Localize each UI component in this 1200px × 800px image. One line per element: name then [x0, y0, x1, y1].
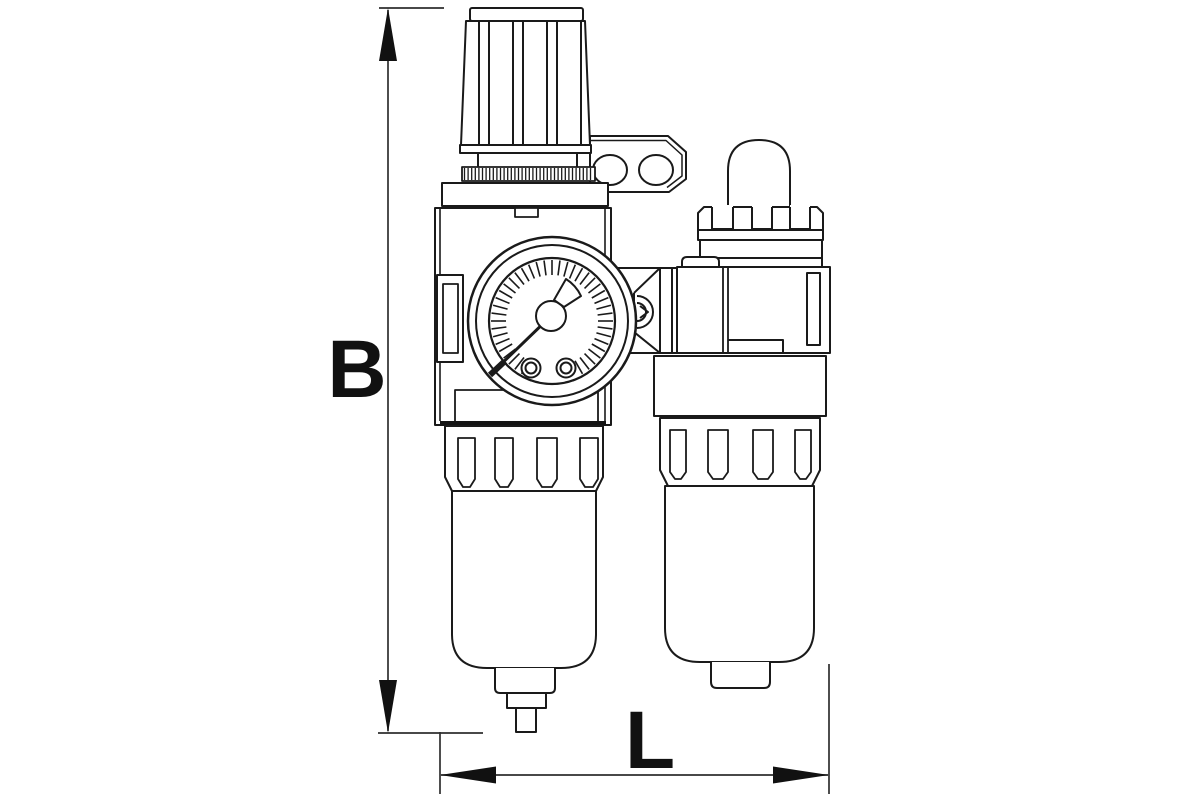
- dimension-l: L: [439, 664, 830, 794]
- lubricator-tab: [681, 256, 720, 268]
- adjustment-knob: [459, 7, 592, 167]
- knob-ribs: [478, 22, 582, 145]
- body-bottom-band: [440, 421, 606, 426]
- filter-bowl: [451, 490, 597, 669]
- lubricator-bottom-block: [710, 662, 771, 689]
- needle-pointer: [553, 278, 582, 308]
- knob-body: [460, 20, 591, 146]
- filter-bowl-assembly: [444, 425, 604, 733]
- knurled-ring: [461, 166, 596, 182]
- bowl-guard-slots: [457, 437, 599, 488]
- lubricator-bowl: [664, 485, 815, 663]
- arrow-down-icon: [379, 680, 397, 733]
- knob-rim: [459, 144, 592, 154]
- bracket-hole-right: [638, 154, 674, 186]
- side-port-boss: [436, 274, 464, 363]
- arrow-right-icon: [773, 766, 829, 784]
- lubricator-collar: [653, 355, 827, 417]
- lubricator-side-slot: [806, 272, 821, 346]
- drain-valve: [494, 668, 556, 733]
- gauge-screw-holes: [520, 357, 577, 379]
- knob-stem-lines: [477, 153, 578, 167]
- lubricator-guard-slots: [669, 429, 812, 480]
- mounting-bracket-plate: [589, 135, 687, 193]
- bracket-hole-left: [592, 154, 628, 186]
- lubricator-body-step: [728, 339, 784, 353]
- lubricator-neck-band: [699, 239, 823, 259]
- lubricator-body: [676, 266, 831, 354]
- pressure-gauge: [466, 235, 638, 407]
- length-dimension-label: L: [625, 695, 675, 786]
- lubricator-sight-dome: [727, 139, 791, 208]
- arrow-up-icon: [379, 8, 397, 61]
- gauge-dial: [487, 256, 617, 386]
- cap-ring-slots: [711, 205, 811, 230]
- body-top-notch: [514, 207, 539, 218]
- arrow-left-icon: [440, 766, 496, 784]
- drain-stem: [515, 707, 537, 733]
- dimension-b: B: [327, 7, 483, 734]
- lubricator-unit: [653, 139, 831, 689]
- regulator-flange: [441, 182, 609, 207]
- height-dimension-label: B: [327, 324, 386, 415]
- port-opening: [636, 295, 654, 329]
- knob-cap: [469, 7, 584, 22]
- needle-hub: [535, 300, 567, 332]
